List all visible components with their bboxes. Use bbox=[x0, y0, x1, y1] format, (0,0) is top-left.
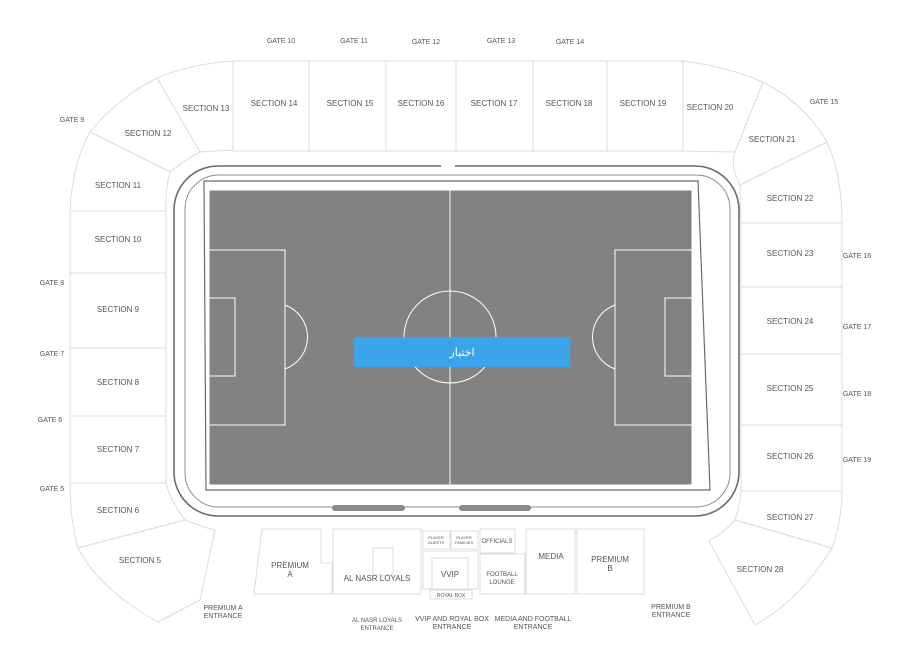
gate-6-label: GATE 6 bbox=[38, 417, 62, 424]
royal-box-label: ROYAL BOX bbox=[437, 593, 466, 599]
player-families-label-2: FAMILIES bbox=[455, 540, 473, 545]
section-22-label: SECTION 22 bbox=[767, 194, 814, 203]
royal-box[interactable]: ROYAL BOX bbox=[429, 589, 473, 600]
section-14-label: SECTION 14 bbox=[251, 99, 298, 108]
section-18-label: SECTION 18 bbox=[546, 99, 593, 108]
bowl-gap-top bbox=[441, 160, 455, 170]
section-26[interactable]: SECTION 26 bbox=[740, 424, 843, 492]
al-nasr-loyals[interactable]: AL NASR LOYALS bbox=[332, 528, 422, 595]
player-families-label-1: PLAYER bbox=[456, 535, 472, 540]
officials[interactable]: OFFICIALS bbox=[479, 528, 516, 554]
media[interactable]: MEDIA bbox=[525, 528, 576, 595]
section-15[interactable]: SECTION 15 bbox=[308, 60, 387, 152]
premium-a-entrance-label-2: ENTRANCE bbox=[204, 613, 243, 620]
section-13-label: SECTION 13 bbox=[183, 104, 230, 113]
section-27-label: SECTION 27 bbox=[767, 513, 814, 522]
player-families[interactable]: PLAYER FAMILIES bbox=[450, 530, 479, 550]
al-nasr-loyals-label: AL NASR LOYALS bbox=[344, 574, 411, 583]
section-5-label: SECTION 5 bbox=[119, 556, 162, 565]
section-24[interactable]: SECTION 24 bbox=[740, 286, 843, 355]
section-10[interactable]: SECTION 10 bbox=[69, 210, 167, 274]
section-18[interactable]: SECTION 18 bbox=[532, 60, 608, 152]
gate-5-label: GATE 5 bbox=[40, 486, 64, 493]
section-14[interactable]: SECTION 14 bbox=[232, 60, 310, 152]
premium-b-label-2: B bbox=[607, 564, 612, 573]
gate-15-label: GATE 15 bbox=[810, 99, 838, 106]
section-26-label: SECTION 26 bbox=[767, 452, 814, 461]
media-label: MEDIA bbox=[538, 552, 564, 561]
section-25-label: SECTION 25 bbox=[767, 384, 814, 393]
section-24-label: SECTION 24 bbox=[767, 317, 814, 326]
section-28[interactable]: SECTION 28 bbox=[708, 519, 833, 626]
gate-11-label: GATE 11 bbox=[340, 38, 368, 45]
football-lounge-label-2: LOUNGE bbox=[489, 580, 514, 586]
gate-12-label: GATE 12 bbox=[412, 39, 440, 46]
section-20-label: SECTION 20 bbox=[687, 103, 734, 112]
section-21-label: SECTION 21 bbox=[749, 135, 796, 144]
gate-14-label: GATE 14 bbox=[556, 39, 584, 46]
section-17-label: SECTION 17 bbox=[471, 99, 518, 108]
section-19-label: SECTION 19 bbox=[620, 99, 667, 108]
premium-a-entrance-label-1: PREMIUM A bbox=[203, 605, 243, 612]
premium-a-label-1: PREMIUM bbox=[271, 561, 309, 570]
section-23[interactable]: SECTION 23 bbox=[740, 222, 843, 288]
premium-b-label-1: PREMIUM bbox=[591, 555, 629, 564]
gate-19-label: GATE 19 bbox=[843, 457, 871, 464]
premium-b-entrance-label-2: ENTRANCE bbox=[652, 612, 691, 619]
vvip-label: VVIP bbox=[441, 570, 459, 579]
media-entrance-label-2: ENTRANCE bbox=[514, 624, 553, 631]
gate-7-label: GATE 7 bbox=[40, 351, 64, 358]
section-15-label: SECTION 15 bbox=[327, 99, 374, 108]
premium-a-label-2: A bbox=[287, 570, 293, 579]
section-16-label: SECTION 16 bbox=[398, 99, 445, 108]
premium-b[interactable]: PREMIUM B bbox=[576, 528, 645, 595]
section-9-label: SECTION 9 bbox=[97, 305, 140, 314]
section-11-label: SECTION 11 bbox=[95, 181, 142, 190]
gate-17-label: GATE 17 bbox=[843, 324, 871, 331]
pitch-surround bbox=[203, 180, 711, 491]
section-5[interactable]: SECTION 5 bbox=[77, 519, 216, 623]
football-lounge[interactable]: FOOTBALL LOUNGE bbox=[479, 553, 526, 595]
al-nasr-entrance-label-1: AL NASR LOYALS bbox=[352, 618, 402, 624]
premium-b-entrance-label-1: PREMIUM B bbox=[651, 604, 691, 611]
vvip-entrance-label-1: VVIP AND ROYAL BOX bbox=[415, 616, 489, 623]
section-8-label: SECTION 8 bbox=[97, 378, 140, 387]
al-nasr-entrance-label-2: ENTRANCE bbox=[360, 626, 393, 632]
section-7-label: SECTION 7 bbox=[97, 445, 140, 454]
section-12-label: SECTION 12 bbox=[125, 129, 172, 138]
officials-label: OFFICIALS bbox=[481, 539, 512, 545]
media-entrance-label-1: MEDIA AND FOOTBALL bbox=[495, 616, 572, 623]
gate-10-label: GATE 10 bbox=[267, 38, 295, 45]
gate-9-label: GATE 9 bbox=[60, 117, 84, 124]
player-guests-label-2: GUESTS bbox=[428, 540, 445, 545]
section-9[interactable]: SECTION 9 bbox=[69, 272, 167, 349]
gate-18-label: GATE 18 bbox=[843, 391, 871, 398]
gate-16-label: GATE 16 bbox=[843, 253, 871, 260]
gate-8-label: GATE 8 bbox=[40, 280, 64, 287]
football-lounge-label-1: FOOTBALL bbox=[486, 572, 518, 578]
section-8[interactable]: SECTION 8 bbox=[69, 347, 167, 417]
section-28-label: SECTION 28 bbox=[737, 565, 784, 574]
vvip[interactable]: VVIP bbox=[422, 550, 479, 590]
section-17[interactable]: SECTION 17 bbox=[455, 60, 534, 152]
dugout-right bbox=[459, 505, 531, 511]
vvip-entrance-label-2: ENTRANCE bbox=[433, 624, 472, 631]
section-25[interactable]: SECTION 25 bbox=[740, 353, 843, 426]
gate-13-label: GATE 13 bbox=[487, 38, 515, 45]
section-23-label: SECTION 23 bbox=[767, 249, 814, 258]
dugout-left bbox=[332, 505, 405, 511]
section-16[interactable]: SECTION 16 bbox=[385, 60, 457, 152]
player-guests-label-1: PLAYER bbox=[428, 535, 444, 540]
section-6-label: SECTION 6 bbox=[97, 506, 140, 515]
section-19[interactable]: SECTION 19 bbox=[606, 60, 684, 152]
section-7[interactable]: SECTION 7 bbox=[69, 415, 167, 484]
premium-a[interactable]: PREMIUM A bbox=[253, 528, 333, 595]
choose-button[interactable]: اختيار bbox=[354, 337, 570, 367]
player-guests[interactable]: PLAYER GUESTS bbox=[422, 530, 451, 550]
section-10-label: SECTION 10 bbox=[95, 235, 142, 244]
